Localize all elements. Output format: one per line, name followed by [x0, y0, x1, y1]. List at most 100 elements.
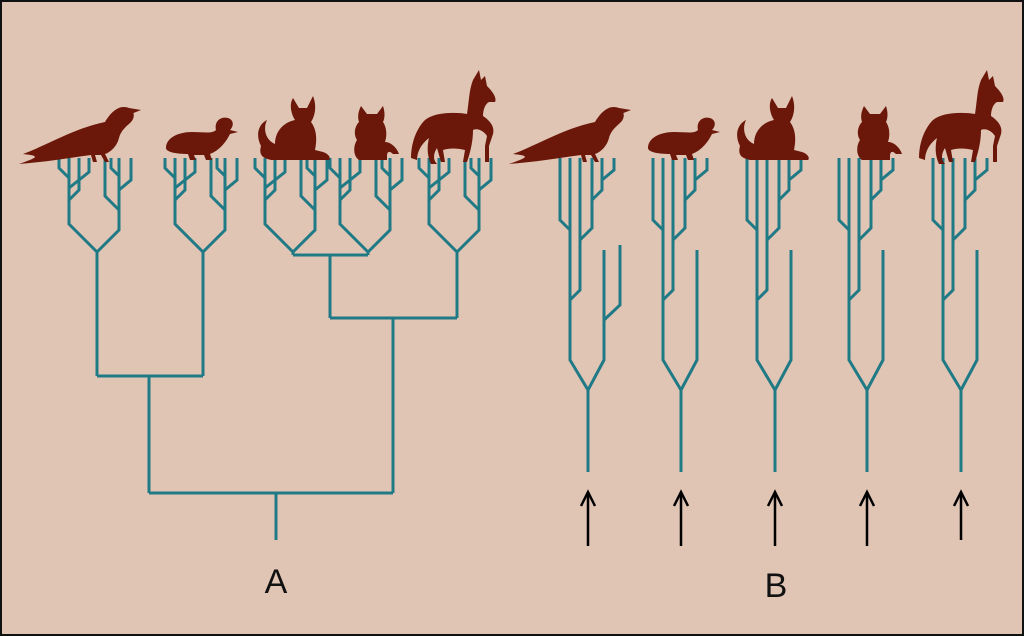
twig — [683, 158, 697, 202]
twig — [755, 158, 769, 302]
lineage-right — [959, 250, 979, 391]
twig — [568, 158, 582, 302]
panel-a-label: A — [265, 563, 288, 601]
panel-b-origin-arrows — [579, 489, 970, 546]
twig — [305, 158, 317, 178]
twig — [880, 158, 895, 182]
origin-arrow-head — [672, 489, 690, 507]
twig — [264, 158, 287, 190]
twig — [427, 158, 441, 202]
twig — [174, 158, 197, 190]
twig — [857, 158, 873, 242]
twig — [389, 158, 404, 192]
twig — [671, 158, 687, 242]
twig — [380, 158, 392, 178]
twig — [314, 158, 329, 192]
duck-icon — [648, 117, 720, 160]
twig — [578, 158, 594, 242]
twig — [299, 158, 317, 212]
panel-a-organisms — [19, 70, 496, 164]
subtree-left-branch — [263, 158, 295, 254]
twig — [463, 158, 481, 212]
twig — [469, 158, 481, 178]
twig — [974, 158, 989, 182]
subtree-left-branch — [173, 158, 205, 254]
subtree-left-branch — [338, 158, 370, 254]
twig — [68, 158, 91, 190]
panel-b-lineages — [558, 158, 989, 472]
subtree-right-branch — [201, 158, 227, 254]
panel-b-separate-origins: B — [509, 70, 1004, 605]
twig — [103, 158, 121, 212]
lineage-left — [568, 158, 590, 391]
lineage-left — [941, 158, 963, 391]
subtree-left-branch — [427, 158, 459, 254]
twig — [253, 158, 267, 180]
twig — [777, 158, 791, 202]
twig — [209, 158, 227, 212]
cat-icon — [258, 96, 330, 160]
twig — [963, 158, 977, 202]
twig — [869, 158, 883, 202]
twig — [651, 158, 665, 232]
cat-icon — [737, 96, 809, 160]
subtree-right-branch — [95, 158, 121, 254]
lineage-right — [865, 250, 885, 391]
twig — [602, 245, 622, 322]
small-cat-icon — [857, 106, 902, 160]
panel-a-common-ancestry: A — [19, 70, 496, 601]
twig — [224, 158, 239, 192]
panel-b-organisms — [509, 70, 1004, 164]
twig — [338, 158, 352, 202]
lineage-left — [661, 158, 683, 391]
twig — [694, 158, 709, 182]
twig — [837, 158, 851, 232]
twig — [163, 158, 177, 180]
lineage-right — [679, 250, 699, 391]
twig — [417, 158, 431, 180]
panel-b-label: B — [765, 567, 788, 605]
twig — [339, 158, 362, 190]
twig — [173, 158, 187, 202]
subtree-left-branch — [67, 158, 99, 254]
twig — [109, 158, 121, 178]
lineage-left — [755, 158, 777, 391]
lineage-right — [586, 250, 606, 391]
twig — [374, 158, 392, 212]
twig — [428, 158, 451, 190]
twig — [601, 158, 616, 182]
twig — [478, 158, 493, 192]
small-cat-icon — [354, 106, 399, 160]
twig — [263, 158, 277, 202]
origin-arrow-head — [952, 489, 970, 507]
twig — [558, 158, 572, 232]
twig — [328, 158, 342, 180]
panel-a-tree — [57, 158, 493, 540]
twig — [951, 158, 967, 242]
subtree-right-branch — [291, 158, 317, 254]
twig — [745, 158, 759, 232]
duck-icon — [166, 117, 238, 160]
bird-icon — [19, 106, 141, 164]
bird-icon — [509, 106, 631, 164]
twig — [765, 158, 781, 242]
twig — [847, 158, 861, 302]
twig — [788, 158, 803, 182]
origin-arrow-head — [579, 489, 597, 507]
twig — [941, 158, 955, 302]
twig — [931, 158, 945, 232]
twig — [590, 158, 604, 202]
subtree-right-branch — [455, 158, 481, 254]
twig — [57, 158, 71, 180]
twig — [215, 158, 227, 178]
horse-icon — [919, 70, 1004, 164]
lineage-left — [847, 158, 869, 391]
twig — [118, 158, 133, 192]
lineage-right — [773, 250, 793, 391]
horse-icon — [411, 70, 496, 164]
origin-arrow-head — [858, 489, 876, 507]
twig — [661, 158, 675, 302]
